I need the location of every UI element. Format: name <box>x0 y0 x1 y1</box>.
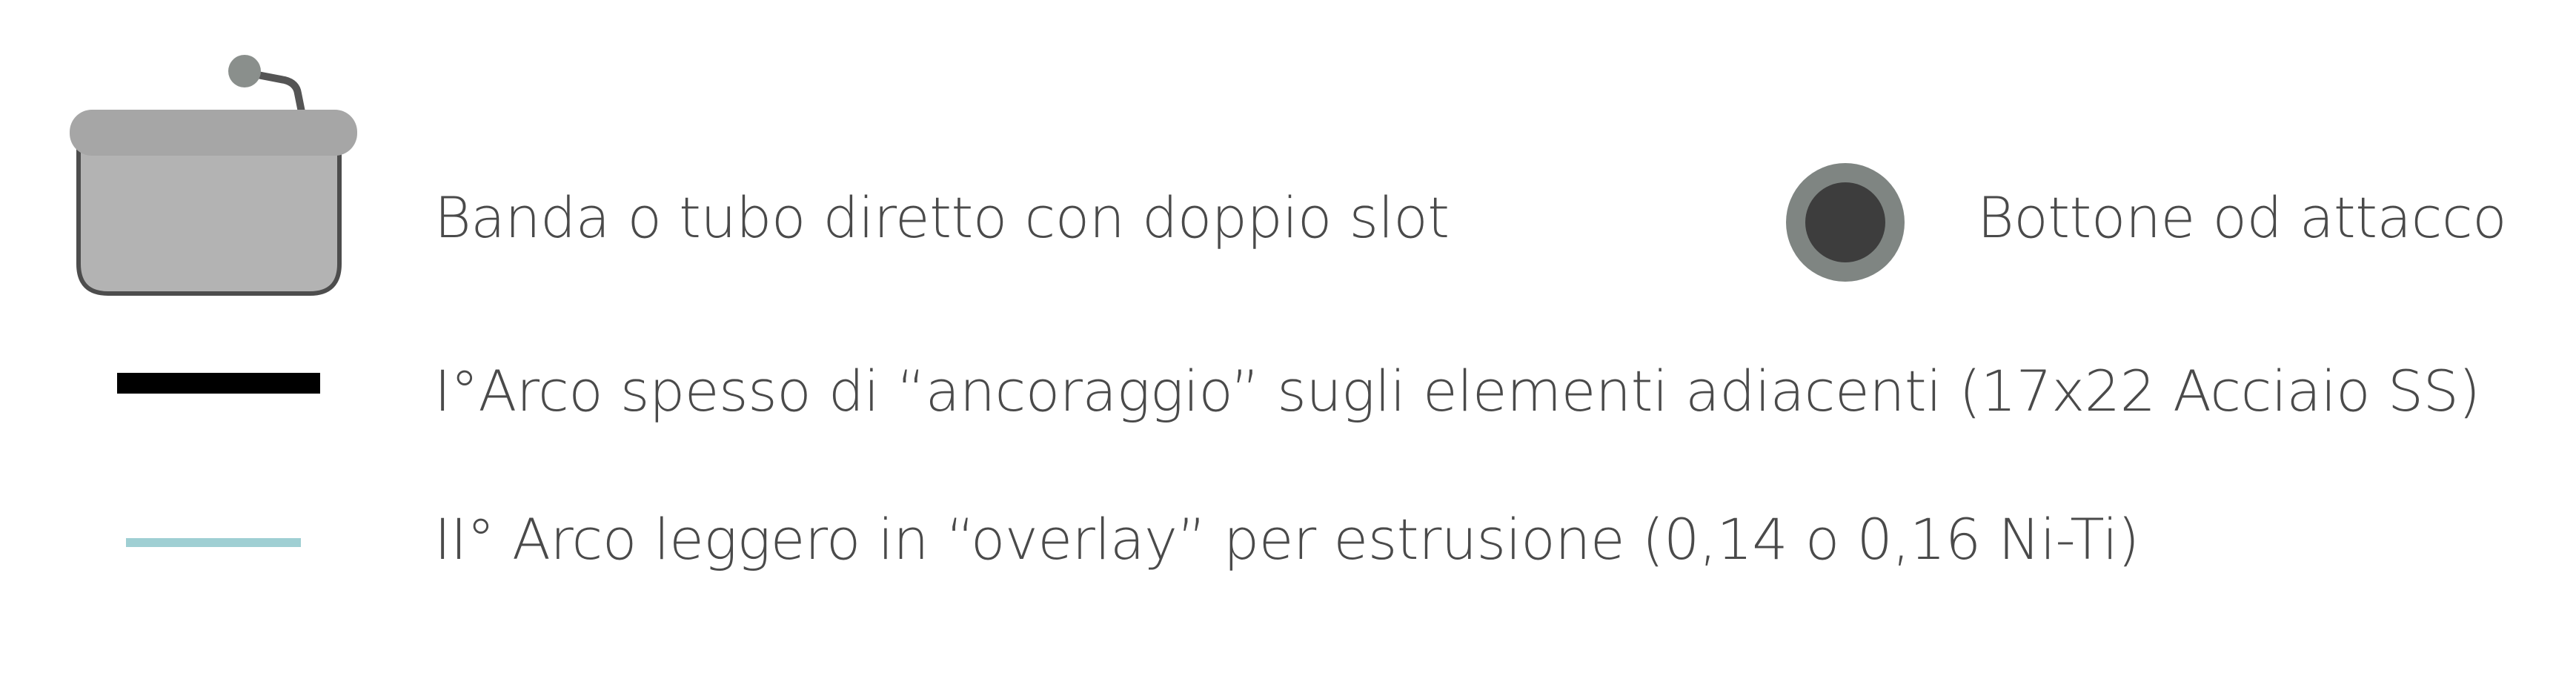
light-wire-label: II° Arco leggero in “overlay” per estrus… <box>434 506 2140 572</box>
thick-wire-label: I°Arco spesso di “ancoraggio” sugli elem… <box>434 358 2480 424</box>
light-wire-icon <box>126 536 301 547</box>
thick-wire-icon <box>117 373 320 394</box>
button-attachment-icon <box>1779 156 1912 289</box>
band-tube-icon <box>65 49 376 301</box>
button-attachment-label: Bottone od attacco <box>1977 185 2507 251</box>
band-tube-label: Banda o tubo diretto con doppio slot <box>434 185 1450 251</box>
